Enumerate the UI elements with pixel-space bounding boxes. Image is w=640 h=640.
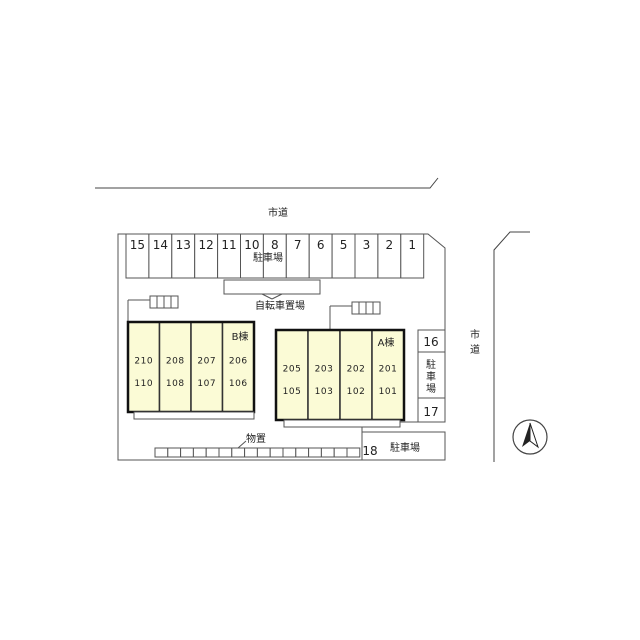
- bicycle-parking-label: 自転車置場: [255, 299, 305, 312]
- storage-label: 物置: [246, 432, 266, 445]
- storage-unit: [346, 447, 361, 458]
- storage-unit: [167, 447, 182, 458]
- apartment-unit: [275, 329, 309, 421]
- storage-unit: [333, 447, 348, 458]
- storage-unit: [308, 447, 322, 458]
- storage-unit: [320, 447, 335, 458]
- unit-lower-number: 107: [197, 379, 216, 389]
- stairs-a: [351, 301, 381, 315]
- building-a-label: A棟: [378, 336, 395, 349]
- apartment-unit: [127, 321, 161, 413]
- unit-lower-number: 108: [166, 379, 185, 389]
- building-b-balcony: [133, 411, 255, 420]
- unit-upper-number: 201: [379, 364, 398, 374]
- svg-text:場: 場: [426, 382, 436, 395]
- apartment-unit: [190, 321, 224, 413]
- site-boundary: [117, 233, 446, 461]
- parking-space-number: 8: [271, 238, 279, 252]
- building-a-balcony: [283, 419, 401, 428]
- parking-top-label: 駐車場: [253, 251, 283, 264]
- unit-lower-number: 105: [283, 387, 302, 397]
- svg-text:車: 車: [426, 370, 436, 383]
- unit-upper-number: 206: [229, 356, 248, 366]
- unit-upper-number: 210: [134, 356, 153, 366]
- storage-unit: [295, 447, 310, 458]
- bicycle-parking-rect: [223, 279, 321, 295]
- parking-space-number: 12: [199, 238, 214, 252]
- parking-space-number: 2: [386, 238, 394, 252]
- road-top-label: 市道: [268, 206, 288, 219]
- parking-space-number: 5: [340, 238, 348, 252]
- parking-space-number: 3: [363, 238, 371, 252]
- unit-lower-number: 102: [347, 387, 366, 397]
- unit-lower-number: 110: [134, 379, 153, 389]
- parking-space-number: 15: [130, 238, 145, 252]
- unit-lower-number: 103: [315, 387, 334, 397]
- parking-space-number: 7: [294, 238, 302, 252]
- parking-space-number: 11: [221, 238, 236, 252]
- parking-space-18: 18: [362, 444, 377, 458]
- unit-lower-number: 101: [379, 387, 398, 397]
- road-right-line: [493, 231, 530, 462]
- parking-bottom-label: 駐車場: [390, 441, 420, 454]
- storage-unit: [244, 447, 258, 458]
- storage-unit: [205, 447, 220, 458]
- unit-upper-number: 202: [347, 364, 366, 374]
- parking-space-number: 14: [153, 238, 168, 252]
- storage-unit: [218, 447, 233, 458]
- parking-right-area: [417, 329, 446, 423]
- parking-space: [400, 233, 425, 279]
- building-a: 205 105 203 103 202 102 201 101: [274, 328, 406, 422]
- storage-unit: [256, 447, 271, 458]
- parking-space-number: 1: [408, 238, 416, 252]
- svg-text:駐: 駐: [426, 358, 436, 371]
- storage-unit: [269, 447, 284, 458]
- storage-unit: [154, 447, 169, 458]
- storage-row: [154, 447, 361, 458]
- storage-unit: [180, 447, 194, 458]
- unit-upper-number: 203: [315, 364, 334, 374]
- road-right-label-1: 市: [470, 328, 480, 341]
- stairs-b: [149, 295, 179, 309]
- road-top-line: [95, 177, 439, 189]
- parking-bottom-area: [361, 431, 446, 461]
- apartment-unit: [221, 321, 255, 413]
- parking-space-16: 16: [423, 335, 438, 349]
- building-b-label: B棟: [232, 330, 249, 343]
- unit-upper-number: 208: [166, 356, 185, 366]
- unit-upper-number: 205: [283, 364, 302, 374]
- north-arrow-icon: [512, 419, 548, 455]
- parking-space-number: 6: [317, 238, 325, 252]
- unit-lower-number: 106: [229, 379, 248, 389]
- apartment-unit: [158, 321, 192, 413]
- apartment-unit: [339, 329, 373, 421]
- parking-space-17: 17: [423, 405, 438, 419]
- storage-unit: [282, 447, 297, 458]
- storage-unit: [231, 447, 246, 458]
- storage-unit: [192, 447, 207, 458]
- road-right-label-2: 道: [470, 343, 480, 356]
- unit-upper-number: 207: [197, 356, 216, 366]
- parking-space-number: 10: [244, 238, 259, 252]
- parking-space-number: 13: [176, 238, 191, 252]
- apartment-unit: [307, 329, 341, 421]
